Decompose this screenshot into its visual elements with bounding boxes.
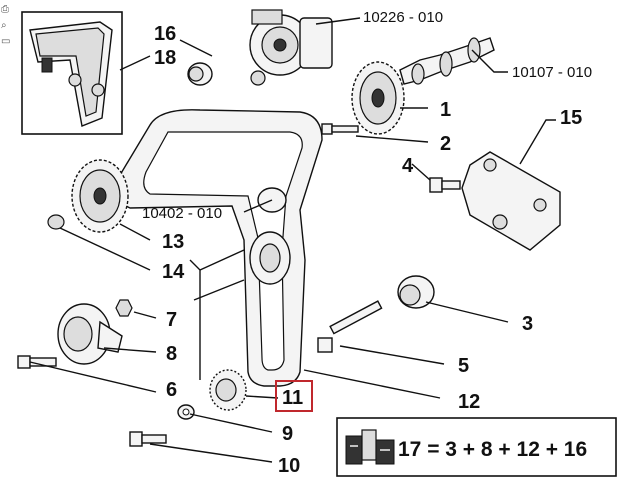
zoom-icon[interactable]: ⌕ — [1, 20, 7, 31]
callout-11[interactable]: 11 — [282, 387, 303, 409]
callout-7[interactable]: 7 — [166, 309, 177, 331]
callout-2[interactable]: 2 — [440, 133, 451, 155]
callout-12[interactable]: 12 — [458, 391, 480, 413]
callout-6[interactable]: 6 — [166, 379, 177, 401]
callout-16[interactable]: 16 — [154, 23, 176, 45]
bearing-16 — [187, 62, 213, 86]
callout-10[interactable]: 10 — [278, 455, 300, 477]
camshaft — [399, 37, 495, 85]
inset-belt-guide — [21, 11, 123, 135]
callout-13[interactable]: 13 — [162, 231, 184, 253]
callout-3[interactable]: 3 — [522, 313, 533, 335]
code-injection-pump[interactable]: 10226 - 010 — [363, 9, 443, 26]
callout-4[interactable]: 4 — [402, 155, 414, 177]
camshaft-sprocket — [351, 61, 405, 135]
callout-5[interactable]: 5 — [458, 355, 469, 377]
tensioner — [57, 303, 123, 365]
print-icon[interactable]: ▭ — [1, 36, 10, 47]
sprocket-13 — [71, 159, 129, 233]
callout-11-highlight — [275, 380, 313, 412]
idler-3 — [397, 275, 435, 309]
kit-formula: 17 = 3 + 8 + 12 + 16 — [398, 438, 587, 461]
code-idler-pulley[interactable]: 10402 - 010 — [142, 205, 222, 222]
code-camshaft[interactable]: 10107 - 010 — [512, 64, 592, 81]
callout-18[interactable]: 18 — [154, 47, 176, 69]
document-icon[interactable]: ⎙ — [1, 4, 9, 15]
washer-9 — [177, 404, 195, 420]
leader-lines — [29, 17, 556, 463]
callout-9[interactable]: 9 — [282, 423, 293, 445]
bolt-4 — [429, 177, 461, 193]
kit-icon — [345, 429, 395, 465]
idler-pulley — [249, 187, 291, 285]
timing-belt — [116, 109, 323, 387]
crankshaft-sprocket — [209, 369, 247, 411]
callout-14[interactable]: 14 — [162, 261, 185, 283]
bolt-5 — [317, 300, 383, 353]
bolt-2 — [321, 123, 359, 135]
nut-7 — [115, 299, 133, 317]
injection-pump — [249, 9, 333, 86]
kit-box: 17 = 3 + 8 + 12 + 16 — [336, 417, 617, 477]
bracket — [461, 151, 561, 251]
bolt-10 — [129, 431, 167, 447]
nut-14 — [47, 214, 65, 230]
callout-1[interactable]: 1 — [440, 99, 451, 121]
toolbar: ⎙ ⌕ ▭ — [1, 4, 10, 47]
callout-15[interactable]: 15 — [560, 107, 582, 129]
callout-8[interactable]: 8 — [166, 343, 177, 365]
